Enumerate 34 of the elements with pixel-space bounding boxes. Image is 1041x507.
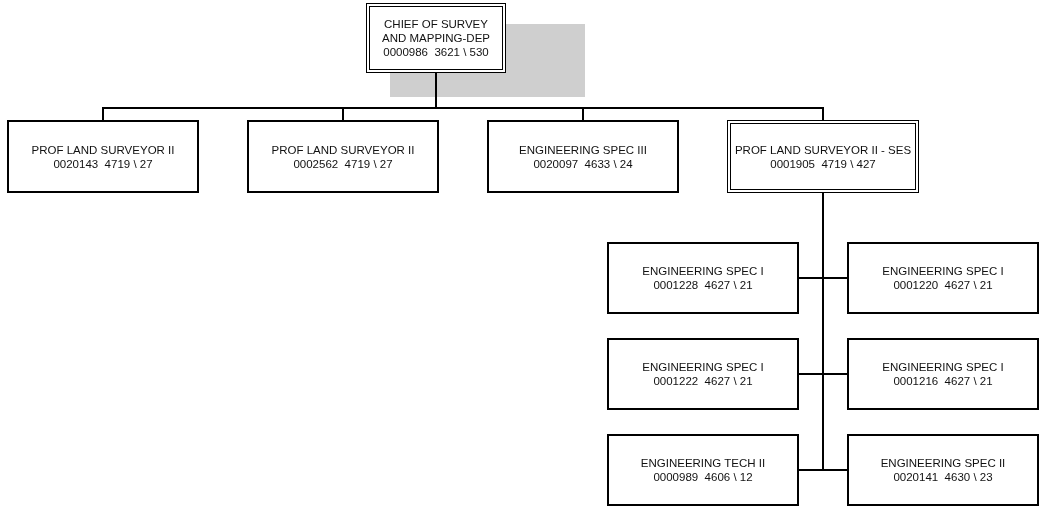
- position-code: 0020141 4630 \ 23: [893, 470, 993, 484]
- job-title: ENGINEERING SPEC I: [882, 264, 1004, 278]
- position-code: 0001222 4627 \ 21: [653, 374, 753, 388]
- position-code: 0002562 4719 \ 27: [293, 156, 393, 171]
- position-code: 0000989 4606 \ 12: [653, 470, 753, 484]
- position-code: 0001220 4627 \ 21: [893, 278, 993, 292]
- position-box: [366, 3, 506, 73]
- position-box: [847, 338, 1039, 410]
- job-title: ENGINEERING SPEC III: [519, 142, 647, 157]
- position-box: [247, 120, 439, 193]
- position-box: [487, 120, 679, 193]
- position-box: [607, 434, 799, 506]
- position-code: 0001216 4627 \ 21: [893, 374, 993, 388]
- position-box: [727, 120, 919, 193]
- position-code: 0020097 4633 \ 24: [533, 156, 633, 171]
- position-box: [607, 242, 799, 314]
- position-box: [607, 338, 799, 410]
- connector-line: [822, 192, 848, 471]
- position-code: 0001905 4719 \ 427: [770, 156, 876, 171]
- position-box: [847, 434, 1039, 506]
- position-code: 0020143 4719 \ 27: [53, 156, 153, 171]
- position-code: 0001228 4627 \ 21: [653, 278, 753, 292]
- job-title: ENGINEERING SPEC I: [642, 360, 764, 374]
- position-code: 0000986 3621 \ 530: [383, 45, 489, 59]
- job-title: PROF LAND SURVEYOR II - SES: [734, 142, 912, 157]
- job-title: PROF LAND SURVEYOR II: [271, 142, 415, 157]
- position-box: [847, 242, 1039, 314]
- position-box: [7, 120, 199, 193]
- job-title: ENGINEERING SPEC I: [882, 360, 1004, 374]
- job-title: ENGINEERING SPEC II: [880, 456, 1006, 470]
- job-title: ENGINEERING SPEC I: [642, 264, 764, 278]
- job-title: PROF LAND SURVEYOR II: [31, 142, 175, 157]
- job-title: ENGINEERING TECH II: [640, 456, 766, 470]
- job-title: CHIEF OF SURVEY AND MAPPING-DEP: [381, 17, 491, 45]
